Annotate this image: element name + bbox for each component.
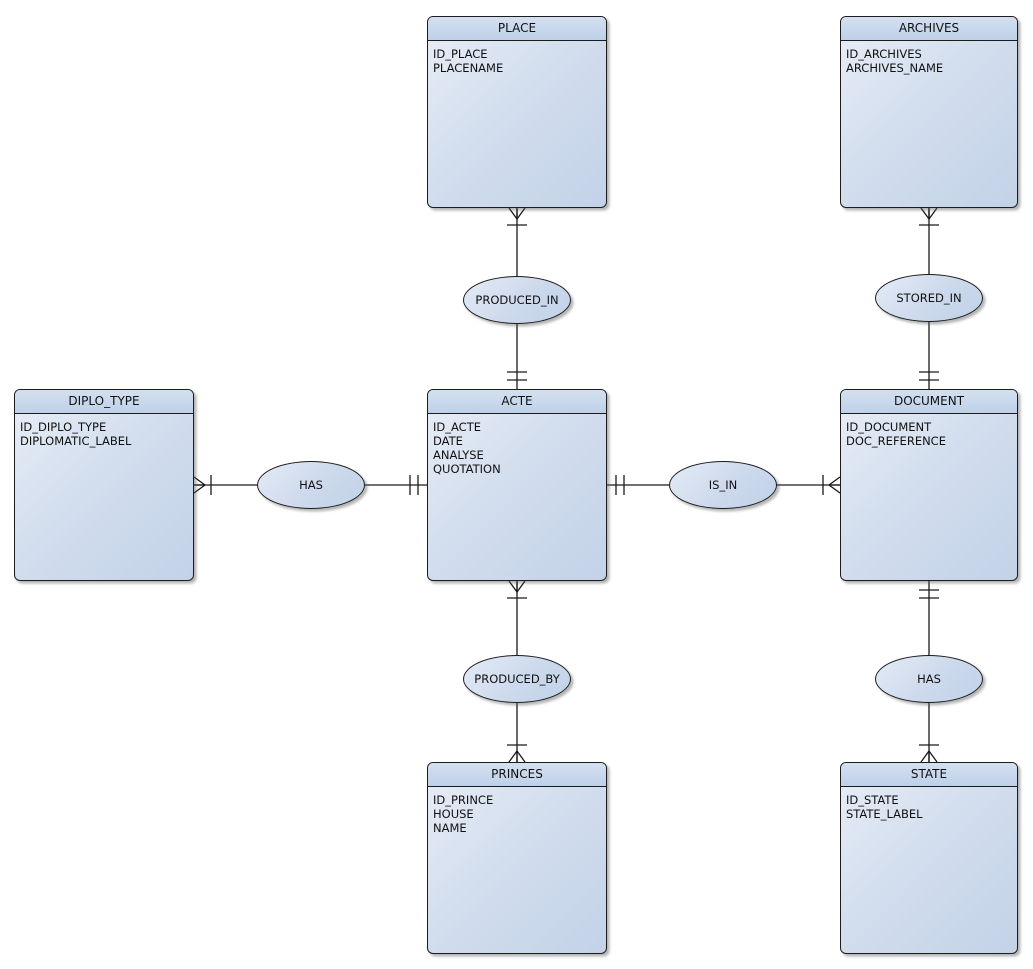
- entity-archives[interactable]: ARCHIVES ID_ARCHIVES ARCHIVES_NAME: [840, 16, 1018, 208]
- entity-archives-title: ARCHIVES: [841, 17, 1017, 41]
- attribute: DATE: [433, 434, 463, 448]
- attribute: STATE_LABEL: [846, 807, 923, 821]
- relationship-has-document-state[interactable]: HAS: [875, 655, 983, 703]
- entity-princes[interactable]: PRINCES ID_PRINCE HOUSE NAME: [427, 762, 607, 954]
- entity-place-attributes: ID_PLACE PLACENAME: [428, 41, 606, 75]
- attribute: ID_DIPLO_TYPE: [20, 420, 107, 434]
- entity-diplo-type[interactable]: DIPLO_TYPE ID_DIPLO_TYPE DIPLOMATIC_LABE…: [14, 389, 194, 581]
- entity-diplo-type-attributes: ID_DIPLO_TYPE DIPLOMATIC_LABEL: [15, 414, 193, 448]
- attribute: HOUSE: [433, 807, 474, 821]
- attribute: DIPLOMATIC_LABEL: [20, 434, 132, 448]
- attribute: ID_ARCHIVES: [846, 47, 922, 61]
- entity-state-attributes: ID_STATE STATE_LABEL: [841, 787, 1017, 821]
- entity-state-title: STATE: [841, 763, 1017, 787]
- attribute: ARCHIVES_NAME: [846, 61, 944, 75]
- entity-princes-attributes: ID_PRINCE HOUSE NAME: [428, 787, 606, 835]
- attribute: ID_PRINCE: [433, 793, 494, 807]
- entity-acte-title: ACTE: [428, 390, 606, 414]
- attribute: NAME: [433, 821, 467, 835]
- relationship-label: PRODUCED_IN: [475, 293, 559, 307]
- entity-document-title: DOCUMENT: [841, 390, 1017, 414]
- relationship-label: HAS: [917, 672, 941, 686]
- relationship-stored-in[interactable]: STORED_IN: [875, 274, 983, 322]
- entity-place[interactable]: PLACE ID_PLACE PLACENAME: [427, 16, 607, 208]
- relationship-label: IS_IN: [708, 478, 738, 492]
- attribute: ANALYSE: [433, 448, 484, 462]
- entity-state[interactable]: STATE ID_STATE STATE_LABEL: [840, 762, 1018, 954]
- entity-acte[interactable]: ACTE ID_ACTE DATE ANALYSE QUOTATION: [427, 389, 607, 581]
- attribute: ID_ACTE: [433, 420, 481, 434]
- relationship-label: HAS: [299, 478, 323, 492]
- entity-document[interactable]: DOCUMENT ID_DOCUMENT DOC_REFERENCE: [840, 389, 1018, 581]
- attribute: QUOTATION: [433, 462, 501, 476]
- entity-document-attributes: ID_DOCUMENT DOC_REFERENCE: [841, 414, 1017, 448]
- relationship-produced-by[interactable]: PRODUCED_BY: [463, 655, 571, 703]
- entity-acte-attributes: ID_ACTE DATE ANALYSE QUOTATION: [428, 414, 606, 476]
- attribute: ID_STATE: [846, 793, 899, 807]
- attribute: DOC_REFERENCE: [846, 434, 946, 448]
- entity-place-title: PLACE: [428, 17, 606, 41]
- entity-diplo-type-title: DIPLO_TYPE: [15, 390, 193, 414]
- relationship-label: STORED_IN: [896, 291, 962, 305]
- relationship-is-in[interactable]: IS_IN: [669, 461, 777, 509]
- attribute: ID_PLACE: [433, 47, 488, 61]
- relationship-produced-in[interactable]: PRODUCED_IN: [463, 276, 571, 324]
- entity-archives-attributes: ID_ARCHIVES ARCHIVES_NAME: [841, 41, 1017, 75]
- relationship-has-diplo-type-acte[interactable]: HAS: [257, 461, 365, 509]
- relationship-label: PRODUCED_BY: [474, 672, 560, 686]
- attribute: ID_DOCUMENT: [846, 420, 932, 434]
- entity-princes-title: PRINCES: [428, 763, 606, 787]
- attribute: PLACENAME: [433, 61, 504, 75]
